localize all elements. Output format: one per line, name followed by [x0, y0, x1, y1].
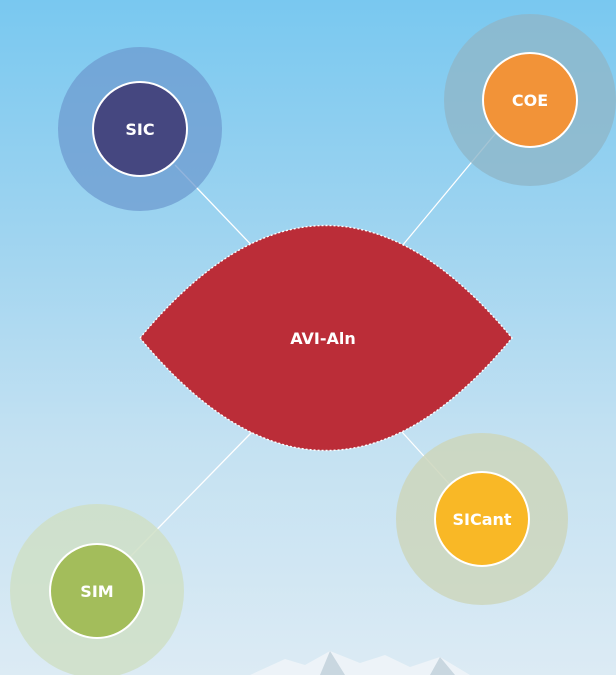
node-coe-label: COE [512, 91, 548, 110]
node-sim-label: SIM [80, 582, 113, 601]
node-sicant-circle [434, 471, 530, 567]
node-sic[interactable]: SIC [58, 47, 222, 211]
node-sim-circle [49, 543, 145, 639]
center-lens-shape [139, 225, 513, 451]
node-sicant[interactable]: SICant [396, 433, 568, 605]
node-sicant-label: SICant [452, 510, 511, 529]
node-center[interactable]: AVI-Aln [139, 225, 513, 451]
node-sic-circle [92, 81, 188, 177]
mountain-shadow [320, 651, 455, 675]
node-coe[interactable]: COE [444, 14, 616, 186]
mountain-silhouette [250, 651, 470, 675]
node-sim[interactable]: SIM [10, 504, 184, 675]
node-sic-label: SIC [125, 120, 154, 139]
node-coe-circle [482, 52, 578, 148]
mountain-decoration [250, 651, 470, 675]
center-label: AVI-Aln [290, 329, 356, 348]
